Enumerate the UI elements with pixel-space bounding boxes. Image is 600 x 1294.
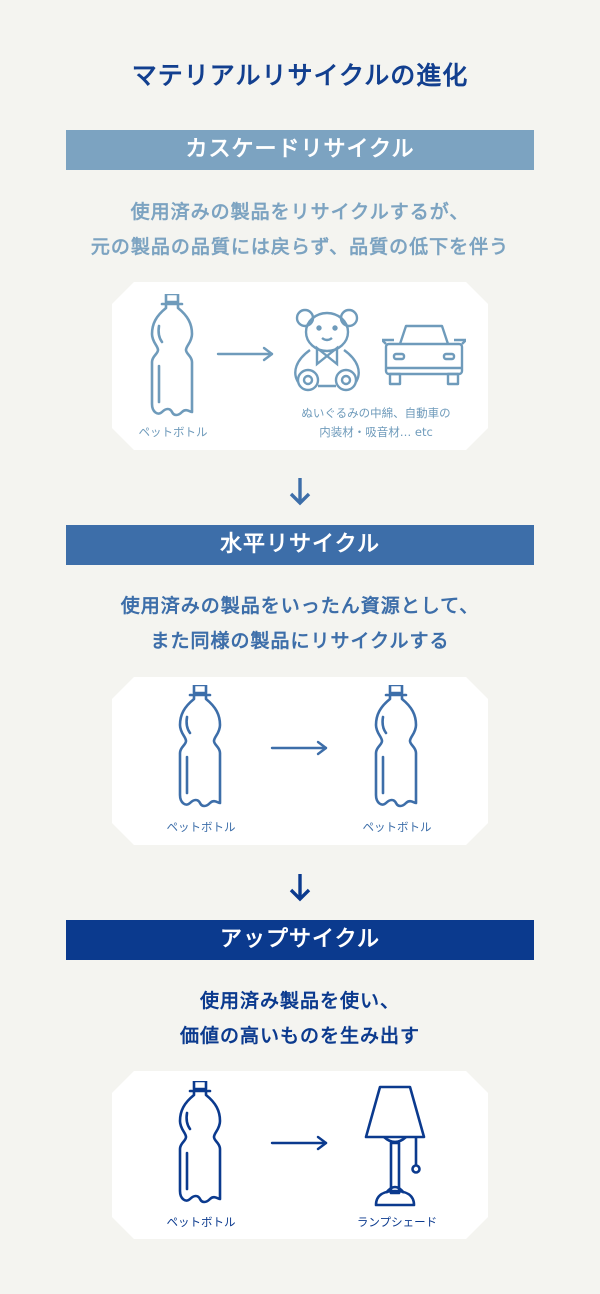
description-line: 価値の高いものを生み出す (179, 1025, 420, 1047)
bottle-icon (178, 1081, 222, 1204)
bottle-label: ペットボトル (166, 1215, 236, 1229)
bottle-label: ペットボトル (138, 425, 208, 439)
lamp-label: ランプシェード (356, 1215, 438, 1229)
car-icon (382, 324, 466, 386)
bottle-icon (374, 685, 418, 808)
bottle-label: ペットボトル (362, 820, 432, 834)
products-label-line: 内装材・吸音材… etc (319, 425, 433, 439)
arrow-down-icon (289, 478, 311, 506)
bottle-icon (178, 685, 222, 808)
section-description-cascade: 使用済みの製品をリサイクルするが、 元の製品の品質には戻らず、品質の低下を伴う (0, 195, 600, 265)
section-description-upcycle: 使用済み製品を使い、 価値の高いものを生み出す (0, 984, 600, 1054)
horizontal-panel: ペットボトル ペットボトル (112, 677, 488, 845)
description-line: 使用済み製品を使い、 (199, 990, 400, 1012)
section-heading-horizontal: 水平リサイクル (66, 525, 534, 565)
bottle-icon (150, 294, 194, 417)
section-description-horizontal: 使用済みの製品をいったん資源として、 また同様の製品にリサイクルする (0, 589, 600, 659)
products-label-line: ぬいぐるみの中綿、自動車の (301, 406, 451, 420)
arrow-down-icon (289, 874, 311, 902)
teddy-bear-icon (294, 308, 360, 392)
description-line: 使用済みの製品をいったん資源として、 (120, 595, 480, 617)
arrow-right-icon (270, 740, 328, 756)
cascade-panel: ペットボトル ぬいぐるみの中綿、自動車の 内装材・吸音材… etc (112, 282, 488, 450)
arrow-right-icon (270, 1135, 328, 1151)
description-line: 使用済みの製品をリサイクルするが、 (130, 201, 470, 223)
section-heading-upcycle: アップサイクル (66, 920, 534, 960)
description-line: 元の製品の品質には戻らず、品質の低下を伴う (90, 236, 510, 258)
lamp-icon (364, 1085, 426, 1207)
upcycle-panel: ペットボトル ランプシェード (112, 1071, 488, 1239)
section-heading-cascade: カスケードリサイクル (66, 130, 534, 170)
page-title: マテリアルリサイクルの進化 (131, 61, 469, 90)
arrow-right-icon (216, 346, 274, 362)
products-label: ぬいぐるみの中綿、自動車の 内装材・吸音材… etc (276, 404, 476, 442)
bottle-label: ペットボトル (166, 820, 236, 834)
description-line: また同様の製品にリサイクルする (150, 630, 450, 652)
